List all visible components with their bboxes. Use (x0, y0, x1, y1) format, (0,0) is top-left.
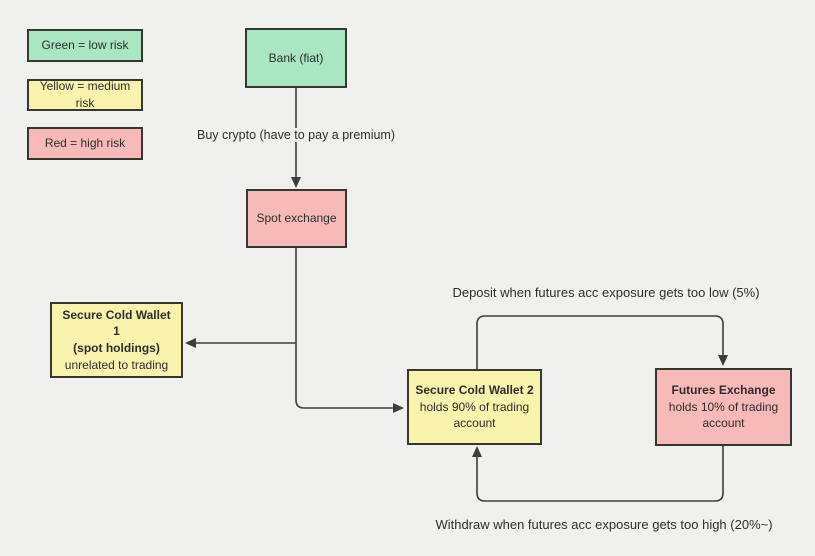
node-wallet1-title: Secure Cold Wallet 1 (62, 307, 171, 339)
edge-label-deposit: Deposit when futures acc exposure gets t… (452, 285, 760, 300)
legend-item-medium-risk: Yellow = medium risk (27, 79, 143, 111)
legend-item-high-risk: Red = high risk (27, 127, 143, 160)
legend-item-low-risk: Green = low risk (27, 29, 143, 62)
node-wallet2-title: Secure Cold Wallet 2 (415, 383, 534, 398)
node-secure-cold-wallet-1: Secure Cold Wallet 1 (spot holdings) unr… (50, 302, 183, 378)
node-wallet2-note: holds 90% of trading account (419, 399, 530, 431)
node-futures-exchange: Futures Exchange holds 10% of trading ac… (655, 368, 792, 446)
legend-label-low-risk: Green = low risk (41, 38, 129, 53)
node-bank-label: Bank (fiat) (268, 50, 324, 65)
legend-label-medium-risk: Yellow = medium risk (39, 79, 131, 110)
edge-label-buy-crypto: Buy crypto (have to pay a premium) (193, 128, 399, 142)
connector-withdraw-loop (472, 446, 724, 502)
node-wallet1-subtitle: (spot holdings) (73, 341, 160, 355)
edge-label-withdraw: Withdraw when futures acc exposure gets … (435, 517, 773, 532)
node-futures-note: holds 10% of trading account (668, 399, 779, 431)
node-bank-fiat: Bank (fiat) (245, 28, 347, 88)
node-secure-cold-wallet-2: Secure Cold Wallet 2 holds 90% of tradin… (407, 369, 542, 445)
connector-spot-to-wallet1 (185, 338, 296, 348)
node-spot-exchange: Spot exchange (246, 189, 347, 248)
node-spot-label: Spot exchange (256, 211, 337, 226)
legend-label-high-risk: Red = high risk (44, 136, 126, 151)
connector-deposit-loop (476, 315, 728, 369)
node-futures-title: Futures Exchange (671, 383, 776, 398)
connector-spot-to-wallet2 (295, 248, 404, 413)
node-wallet1-note: unrelated to trading (64, 357, 169, 372)
